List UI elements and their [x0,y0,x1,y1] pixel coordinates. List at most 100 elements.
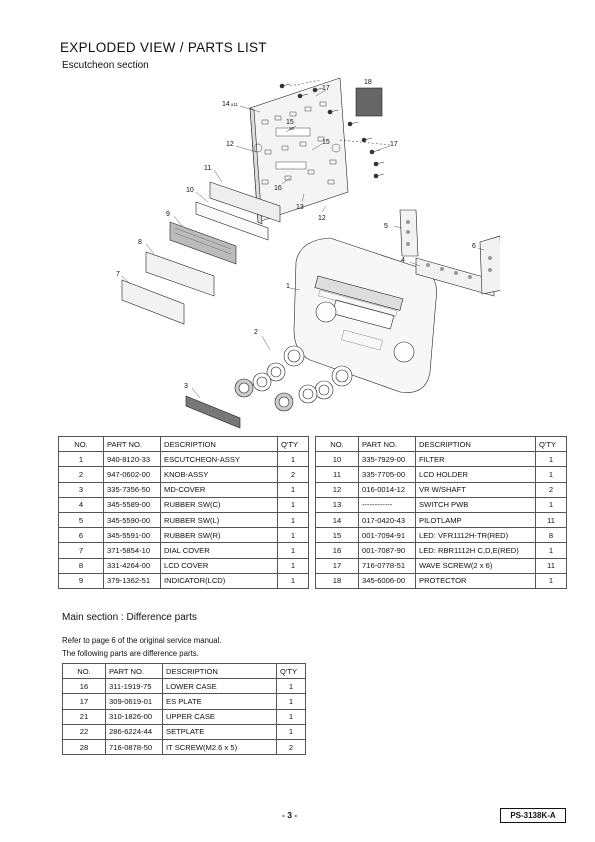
cell-qty: 1 [276,693,306,710]
cell-qty: 1 [277,557,309,574]
cell-no: 16 [62,678,106,695]
col-no: NO. [62,662,106,680]
cell-qty: 1 [277,496,309,513]
cell-qty: 1 [535,542,567,559]
cell-qty: 2 [277,466,309,483]
callout-14: 14 [222,101,230,108]
callout-11: 11 [204,165,211,172]
dial-cover-drawing [121,279,185,325]
col-no: NO. [315,435,359,453]
cell-no: 17 [315,557,359,574]
cell-description: INDICATOR(LCD) [160,572,278,589]
cell-description: DIAL COVER [160,542,278,559]
cell-part-no: 017-0420-43 [358,511,416,529]
cell-qty: 8 [535,527,567,544]
callout-18: 18 [364,79,372,86]
cell-no: 14 [315,511,359,529]
cell-no: 21 [62,708,106,725]
cell-qty: 2 [535,481,567,498]
callout-14-qty: x11 [231,102,238,107]
cell-qty: 1 [277,481,309,498]
indicator-lcd-drawing [169,221,237,265]
cell-no: 16 [315,542,359,559]
cell-qty: 11 [535,557,567,574]
cell-part-no: 345-6006-00 [358,572,416,589]
cell-qty: 11 [535,511,567,529]
callout-16: 16 [274,185,282,192]
cell-description: LCD COVER [160,557,278,574]
cell-description: MD-COVER [160,481,278,498]
callout-6: 6 [472,243,476,250]
switch-pwb-drawing [249,77,349,225]
cell-description: FILTER [415,451,536,468]
escutcheon-assy-drawing [293,237,437,393]
md-cover-drawing [185,395,241,429]
cell-part-no: 716-0878-50 [105,738,163,756]
cell-qty: 2 [276,738,306,756]
cell-part-no: 309-0619-01 [105,693,163,710]
cell-description: LED: VFR1112H-TR(RED) [415,527,536,544]
callout-4: 4 [401,257,405,264]
cell-no: 13 [315,496,359,513]
cell-qty: 1 [277,572,309,589]
cell-no: 1 [58,451,104,468]
cell-part-no: 940-8120-33 [103,451,161,468]
cell-description: LCD HOLDER [415,466,536,483]
cell-part-no: 335-7705-00 [358,466,416,483]
page-title: EXPLODED VIEW / PARTS LIST [60,40,267,55]
cell-part-no: 331-4264-00 [103,557,161,574]
cell-description: LOWER CASE [162,678,277,695]
col-part-no: PART NO. [105,662,163,680]
col-qty: Q'TY [276,662,306,680]
table-header-row: NO. PART NO. DESCRIPTION Q'TY [58,435,309,453]
cell-part-no: 001-7087-90 [358,542,416,559]
cell-part-no: 001-7094-91 [358,527,416,544]
cell-qty: 1 [535,466,567,483]
callout-9: 9 [166,211,170,218]
screws-drawing [279,83,385,179]
cell-no: 18 [315,572,359,589]
col-qty: Q'TY [535,435,567,453]
cell-part-no: 947-0602-00 [103,466,161,483]
cell-no: 3 [58,481,104,498]
cell-qty: 1 [277,451,309,468]
knob-assy-drawing [234,345,353,412]
col-description: DESCRIPTION [415,435,536,453]
col-part-no: PART NO. [358,435,416,453]
model-number-box: PS-3138K-A [500,808,566,823]
cell-description: PROTECTOR [415,572,536,589]
cell-description: IT SCREW(M2.6 x 5) [162,738,277,756]
cell-description: SWITCH PWB [415,496,536,513]
col-no: NO. [58,435,104,453]
cell-description: RUBBER SW(L) [160,511,278,529]
callout-15-qty: x8 [289,126,294,131]
cell-part-no: 716-0778-51 [358,557,416,574]
cell-no: 28 [62,738,106,756]
cell-description: ESCUTCHEON-ASSY [160,451,278,468]
lcd-cover-drawing [145,251,215,297]
cell-description: KNOB-ASSY [160,466,278,483]
cell-qty: 1 [535,496,567,513]
callout-12b: 12 [318,215,326,222]
cell-description: UPPER CASE [162,708,277,725]
callout-17b: 17 [390,141,398,148]
callout-12a: 12 [226,141,234,148]
callout-8: 8 [138,239,142,246]
cell-no: 6 [58,527,104,544]
lcd-holder-drawing [209,181,281,223]
